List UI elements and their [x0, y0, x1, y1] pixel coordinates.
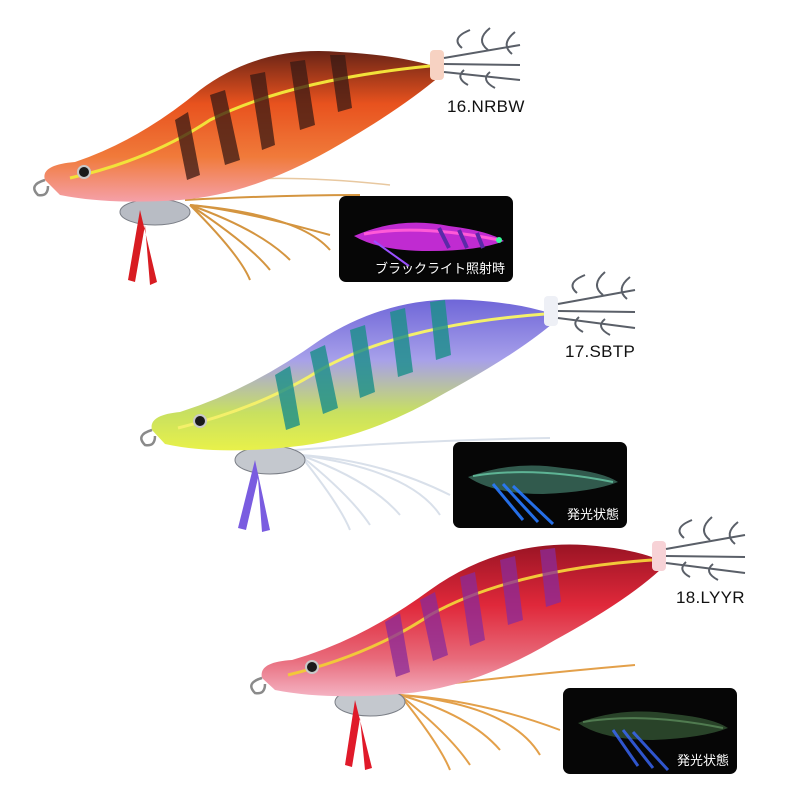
eye	[305, 660, 319, 674]
fin	[238, 460, 270, 532]
inset-caption: ブラックライト照射時	[374, 262, 505, 277]
hook-crown	[443, 27, 521, 89]
eye	[193, 414, 207, 428]
hook-crown	[665, 516, 746, 581]
fin	[345, 700, 372, 770]
uv-lure-thumbnail	[354, 222, 504, 267]
line-eye	[250, 676, 267, 695]
eye	[77, 165, 91, 179]
hook-crown	[557, 271, 636, 336]
glow-inset: 発光状態	[453, 442, 627, 528]
skirt-legs	[294, 437, 551, 531]
fin	[128, 210, 157, 285]
inset-caption: 発光状態	[676, 754, 729, 769]
jig-body	[151, 299, 553, 451]
line-eye	[140, 428, 157, 447]
body-bands	[275, 300, 451, 430]
tail-cap	[430, 50, 444, 80]
glow-inset: 発光状態	[563, 688, 737, 774]
jig-body	[261, 544, 660, 697]
tail-cap	[544, 296, 558, 326]
glow-lure-thumbnail	[578, 711, 728, 772]
skirt-legs	[184, 194, 361, 281]
body-bands	[385, 548, 561, 677]
product-code: 17.SBTP	[565, 342, 636, 361]
line-eye	[33, 178, 50, 197]
inset-caption: 発光状態	[566, 508, 619, 523]
product-code: 18.LYYR	[676, 588, 745, 607]
blacklight-inset: ブラックライト照射時	[339, 196, 513, 282]
glow-lure-thumbnail	[468, 465, 618, 526]
tail-cap	[652, 541, 666, 571]
product-code: 16.NRBW	[447, 97, 525, 116]
body-bands	[175, 55, 352, 180]
